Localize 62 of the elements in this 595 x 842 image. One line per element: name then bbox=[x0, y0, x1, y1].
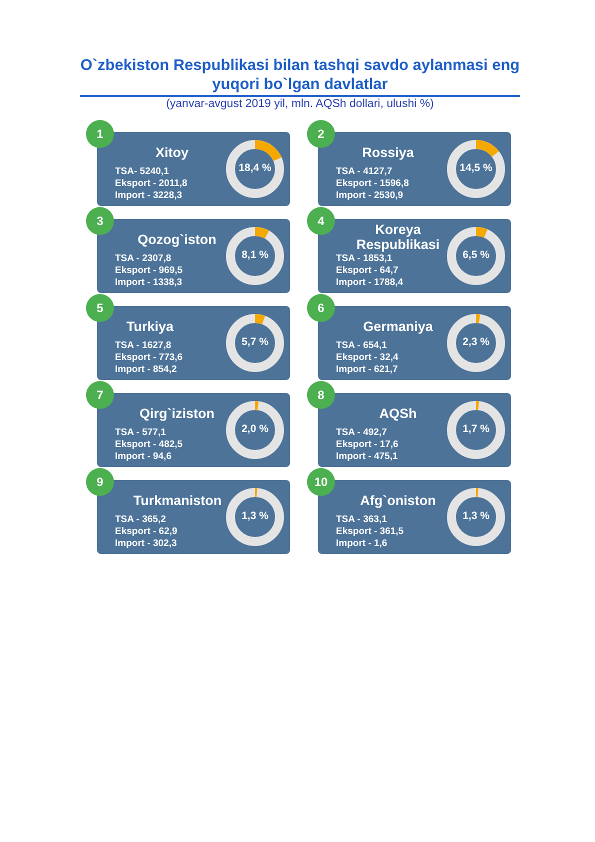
country-name: Qirg`iziston bbox=[138, 406, 216, 421]
rank-badge: 6 bbox=[307, 294, 335, 322]
stat-line: Eksport - 1596,8 bbox=[336, 178, 409, 190]
stat-line: TSA - 363,1 bbox=[336, 514, 387, 526]
rank-badge: 9 bbox=[86, 468, 114, 496]
stat-line: Import - 854,2 bbox=[115, 364, 177, 376]
country-name: Qozog`iston bbox=[136, 232, 218, 247]
percentage-label: 6,5 % bbox=[462, 248, 490, 262]
country-name: Turkmaniston bbox=[132, 493, 223, 508]
stat-line: Import - 1338,3 bbox=[115, 277, 182, 288]
country-name: AQSh bbox=[378, 406, 418, 421]
percentage-label: 2,3 % bbox=[462, 335, 490, 349]
country-name: Afg`oniston bbox=[359, 493, 437, 508]
rank-badge: 3 bbox=[86, 207, 114, 235]
rank-badge: 2 bbox=[307, 120, 335, 148]
stat-line: Eksport - 32,4 bbox=[336, 352, 398, 364]
stat-line: Eksport - 773,6 bbox=[115, 352, 183, 364]
stat-line: Eksport - 482,5 bbox=[115, 439, 183, 450]
stat-line: Import - 3228,3 bbox=[115, 190, 182, 202]
stat-line: TSA - 577,1 bbox=[115, 427, 166, 438]
stat-line: Import - 1788,4 bbox=[336, 277, 404, 288]
subtitle: (yanvar-avgust 2019 yil, mln. AQSh dollari, ulushi %) bbox=[165, 98, 435, 110]
percentage-label: 1,3 % bbox=[240, 509, 270, 523]
rank-badge: 1 bbox=[86, 120, 114, 148]
percentage-label: 8,1 % bbox=[240, 248, 270, 262]
stat-line: Eksport - 17,6 bbox=[336, 439, 398, 450]
rank-badge: 7 bbox=[86, 381, 114, 409]
stat-line: Import - 302,3 bbox=[115, 538, 177, 550]
percentage-label: 1,7 % bbox=[462, 422, 490, 436]
percentage-label: 2,0 % bbox=[240, 422, 270, 436]
stat-line: TSA - 4127,7 bbox=[336, 166, 392, 178]
rank-badge: 10 bbox=[307, 468, 335, 496]
stat-line: Eksport - 62,9 bbox=[115, 526, 178, 538]
rank-badge: 4 bbox=[307, 207, 335, 235]
stat-line: Import - 94,6 bbox=[115, 451, 172, 462]
stat-line: TSA - 1627,8 bbox=[115, 340, 172, 352]
country-name: Germaniya bbox=[362, 319, 434, 334]
stat-line: TSA- 5240,1 bbox=[115, 166, 169, 178]
stat-line: TSA - 1853,1 bbox=[336, 253, 392, 264]
stat-line: TSA - 2307,8 bbox=[115, 253, 172, 264]
percentage-label: 5,7 % bbox=[240, 335, 270, 349]
rank-badge: 8 bbox=[307, 381, 335, 409]
percentage-label: 18,4 % bbox=[238, 161, 272, 175]
percentage-label: 14,5 % bbox=[458, 161, 494, 175]
stat-line: Import - 475,1 bbox=[336, 451, 398, 462]
stat-line: TSA - 492,7 bbox=[336, 427, 387, 438]
stat-line: Import - 1,6 bbox=[336, 538, 388, 550]
stat-line: Eksport - 2011,8 bbox=[115, 178, 188, 190]
stat-line: Eksport - 361,5 bbox=[336, 526, 404, 538]
stat-line: Import - 621,7 bbox=[336, 364, 398, 376]
stat-line: TSA - 654,1 bbox=[336, 340, 387, 352]
stat-line: TSA - 365,2 bbox=[115, 514, 166, 526]
stat-line: Import - 2530,9 bbox=[336, 190, 404, 202]
stat-line: Eksport - 64,7 bbox=[336, 265, 398, 276]
country-name: Koreya Respublikasi bbox=[355, 222, 441, 252]
title: O`zbekiston Respublikasi bilan tashqi savdo aylanmasi eng yuqori bo`lgan davlatlar bbox=[79, 56, 521, 94]
country-name: Turkiya bbox=[125, 319, 175, 334]
percentage-label: 1,3 % bbox=[462, 509, 490, 523]
rank-badge: 5 bbox=[86, 294, 114, 322]
country-name: Rossiya bbox=[361, 145, 415, 160]
stat-line: Eksport - 969,5 bbox=[115, 265, 183, 276]
country-name: Xitoy bbox=[154, 145, 190, 160]
